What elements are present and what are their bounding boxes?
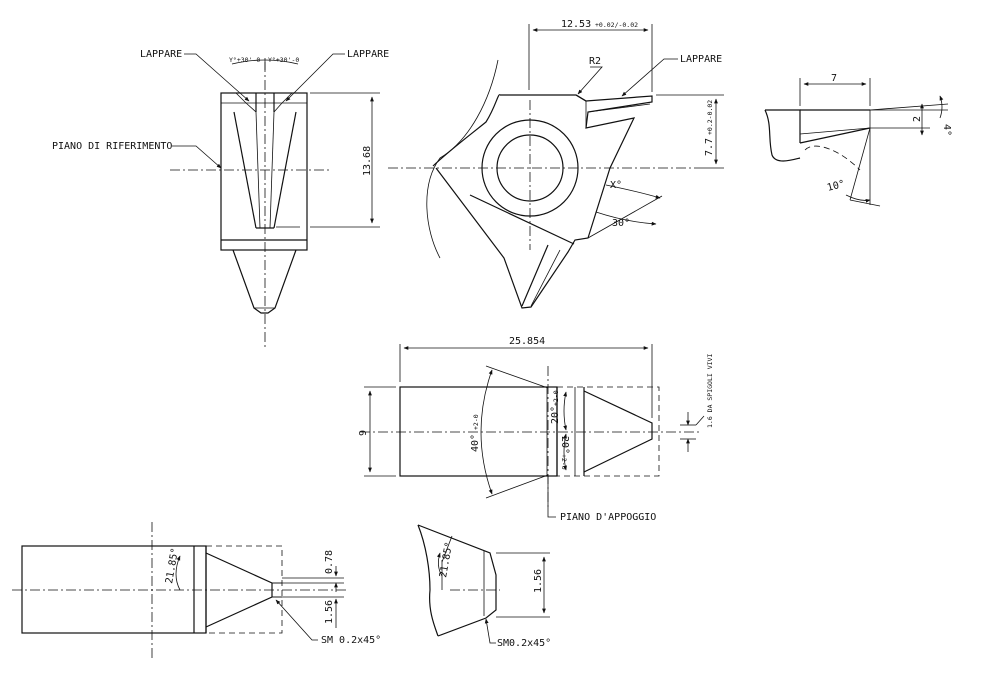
label-sm-0-2-b: SM0.2x45° (497, 638, 551, 649)
label-spigoli-vivi: 1.6 DA SPIGOLI VIVI (706, 354, 714, 428)
bottom-left-view: 0.78 1.56 21.85° SM 0.2x45° (12, 522, 381, 660)
dim-0-78: 0.78 (324, 550, 335, 574)
dim-angle-20-bot-tol: +2-0 (560, 454, 568, 470)
dim-y-tol-left: Y°+30'-0 (229, 56, 260, 64)
dim-angle-20-bot: 20° (559, 436, 570, 454)
dim-7-7: 7.7 (704, 138, 715, 156)
dim-13-68: 13.68 (362, 146, 373, 176)
dim-angle-30: 30° (612, 218, 630, 229)
dim-2: 2 (912, 116, 923, 122)
bottom-centre-view: 1.56 21.85° SM0.2x45° (417, 524, 551, 649)
dim-angle-20-top: 20° (550, 406, 561, 424)
dim-angle-20-top-tol: +2-0 (552, 390, 560, 406)
dim-1-56-a: 1.56 (324, 600, 335, 624)
dim-9: 9 (358, 430, 369, 436)
dim-angle-40: 40° (470, 434, 481, 452)
dim-12-53: 12.53 (561, 19, 591, 30)
dim-angle-21-85-a: 21.85° (164, 547, 181, 584)
top-view: 25.854 9 40° +2-0 20° +2-0 20° +2-0 PIAN… (358, 336, 714, 523)
dim-25-854: 25.854 (509, 336, 545, 347)
dim-angle-4: 4° (941, 124, 952, 136)
label-sm-0-2-a: SM 0.2x45° (321, 635, 381, 646)
label-lappare-right: LAPPARE (347, 49, 389, 60)
front-view: 13.68 Y°+30'-0 Y°+30'-0 LAPPARE LAPPARE … (52, 49, 389, 350)
label-lappare-left: LAPPARE (140, 49, 182, 60)
dim-angle-40-tol: +2-0 (472, 414, 480, 430)
label-piano-appoggio: PIANO D'APPOGGIO (560, 512, 656, 523)
dim-angle-x: X° (610, 180, 622, 191)
tip-detail-view: 7 2 4° 10° (764, 73, 952, 207)
dim-12-53-tol: +0.02/-0.02 (595, 21, 638, 29)
dim-1-56-b: 1.56 (533, 569, 544, 593)
dim-7: 7 (831, 73, 837, 84)
dim-angle-21-85-b: 21.85° (438, 541, 455, 578)
side-view: 12.53 +0.02/-0.02 R2 LAPPARE 7.7 +0.2-0.… (388, 19, 724, 309)
label-piano-riferimento: PIANO DI RIFERIMENTO (52, 141, 172, 152)
dim-7-7-tol: +0.2-0.02 (706, 100, 714, 135)
dim-y-tol-right: Y°+30'-0 (268, 56, 299, 64)
label-lappare-side: LAPPARE (680, 54, 722, 65)
dim-angle-10: 10° (826, 179, 846, 194)
dim-r2: R2 (589, 56, 601, 67)
